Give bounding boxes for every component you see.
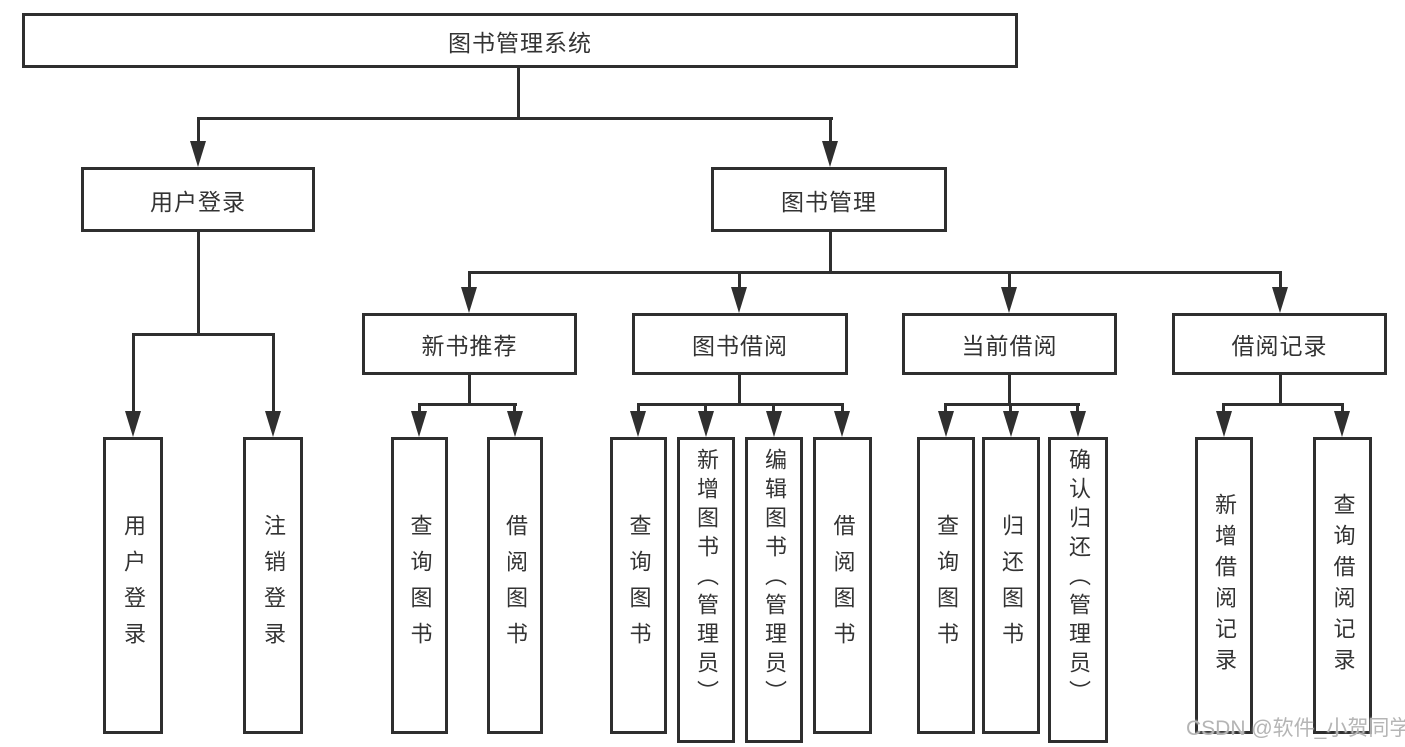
node-label: 新增借阅记录 — [1212, 492, 1237, 679]
connector-line — [829, 230, 832, 274]
connector-line — [468, 271, 1282, 274]
node-library-management-system: 图书管理系统 — [22, 13, 1018, 68]
leaf-add-borrow-record: 新增借阅记录 — [1195, 437, 1253, 734]
connector-line — [418, 403, 421, 415]
arrow-down-icon — [1001, 287, 1017, 313]
arrow-down-icon — [411, 411, 427, 437]
leaf-confirm-return-admin: 确认归还（管理员） — [1048, 437, 1108, 743]
connector-line — [1341, 403, 1344, 415]
leaf-return-books: 归还图书 — [982, 437, 1040, 734]
connector-line — [738, 271, 741, 291]
node-label: 注销登录 — [261, 513, 286, 658]
connector-line — [1009, 403, 1012, 415]
connector-line — [1076, 403, 1079, 415]
node-current-borrowing: 当前借阅 — [902, 313, 1117, 375]
arrow-down-icon — [1003, 411, 1019, 437]
connector-line — [945, 403, 1080, 406]
leaf-add-books-admin: 新增图书（管理员） — [677, 437, 735, 743]
node-label: 用户登录 — [150, 188, 246, 215]
connector-line — [468, 271, 471, 291]
node-label: 用户登录 — [121, 513, 146, 658]
arrow-down-icon — [1216, 411, 1232, 437]
arrow-down-icon — [938, 411, 954, 437]
node-label: 借阅记录 — [1231, 333, 1328, 359]
node-label: 新增图书（管理员） — [694, 448, 719, 709]
node-label: 查询图书 — [407, 513, 433, 658]
leaf-logout: 注销登录 — [243, 437, 303, 734]
connector-line — [517, 68, 520, 120]
arrow-down-icon — [1272, 287, 1288, 313]
leaf-query-books-recommend: 查询图书 — [391, 437, 448, 734]
node-label: 查询图书 — [934, 513, 959, 658]
connector-line — [272, 333, 275, 415]
connector-line — [637, 403, 844, 406]
connector-line — [132, 333, 275, 336]
node-label: 确认归还（管理员） — [1066, 448, 1091, 709]
leaf-borrow-books-recommend: 借阅图书 — [487, 437, 543, 734]
node-user-login: 用户登录 — [81, 167, 315, 232]
arrow-down-icon — [731, 287, 747, 313]
leaf-query-borrow-record: 查询借阅记录 — [1313, 437, 1372, 734]
leaf-query-books-borrowing: 查询图书 — [610, 437, 667, 734]
node-label: 图书借阅 — [692, 333, 788, 359]
connector-line — [468, 372, 471, 406]
leaf-borrow-books-borrowing: 借阅图书 — [813, 437, 872, 734]
connector-line — [197, 230, 200, 336]
connector-line — [197, 117, 833, 120]
node-new-book-recommendation: 新书推荐 — [362, 313, 577, 375]
csdn-watermark: CSDN @软件_小贺同学 — [1186, 717, 1405, 740]
arrow-down-icon — [265, 411, 281, 437]
leaf-edit-books-admin: 编辑图书（管理员） — [745, 437, 803, 743]
arrow-down-icon — [630, 411, 646, 437]
node-label: 查询图书 — [626, 513, 652, 658]
node-label: 图书管理系统 — [448, 29, 592, 56]
connector-line — [1222, 403, 1225, 415]
node-label: 当前借阅 — [961, 333, 1058, 359]
connector-line — [1223, 403, 1344, 406]
node-label: 借阅图书 — [830, 513, 856, 658]
connector-line — [944, 403, 947, 415]
connector-line — [637, 403, 640, 415]
arrow-down-icon — [461, 287, 477, 313]
node-label: 新书推荐 — [421, 333, 518, 359]
connector-line — [841, 403, 844, 415]
node-book-borrowing: 图书借阅 — [632, 313, 848, 375]
connector-line — [1279, 271, 1282, 291]
arrow-down-icon — [190, 141, 206, 167]
node-label: 图书管理 — [781, 188, 877, 215]
connector-line — [197, 117, 200, 147]
node-book-management: 图书管理 — [711, 167, 947, 232]
connector-line — [1279, 372, 1282, 406]
connector-line — [738, 372, 741, 406]
arrow-down-icon — [1070, 411, 1086, 437]
connector-line — [1008, 271, 1011, 291]
arrow-down-icon — [834, 411, 850, 437]
arrow-down-icon — [507, 411, 523, 437]
connector-line — [418, 403, 517, 406]
node-label: 归还图书 — [999, 513, 1024, 658]
arrow-down-icon — [698, 411, 714, 437]
node-label: 编辑图书（管理员） — [762, 448, 787, 709]
connector-line — [1008, 372, 1011, 406]
leaf-user-login: 用户登录 — [103, 437, 163, 734]
connector-line — [704, 403, 707, 415]
node-label: 查询借阅记录 — [1330, 492, 1356, 679]
connector-line — [772, 403, 775, 415]
leaf-query-books-current: 查询图书 — [917, 437, 975, 734]
arrow-down-icon — [125, 411, 141, 437]
node-label: 借阅图书 — [503, 513, 528, 658]
connector-line — [132, 333, 135, 415]
connector-line — [513, 403, 516, 415]
arrow-down-icon — [1334, 411, 1350, 437]
connector-line — [829, 117, 832, 147]
arrow-down-icon — [766, 411, 782, 437]
node-borrowing-records: 借阅记录 — [1172, 313, 1387, 375]
arrow-down-icon — [822, 141, 838, 167]
